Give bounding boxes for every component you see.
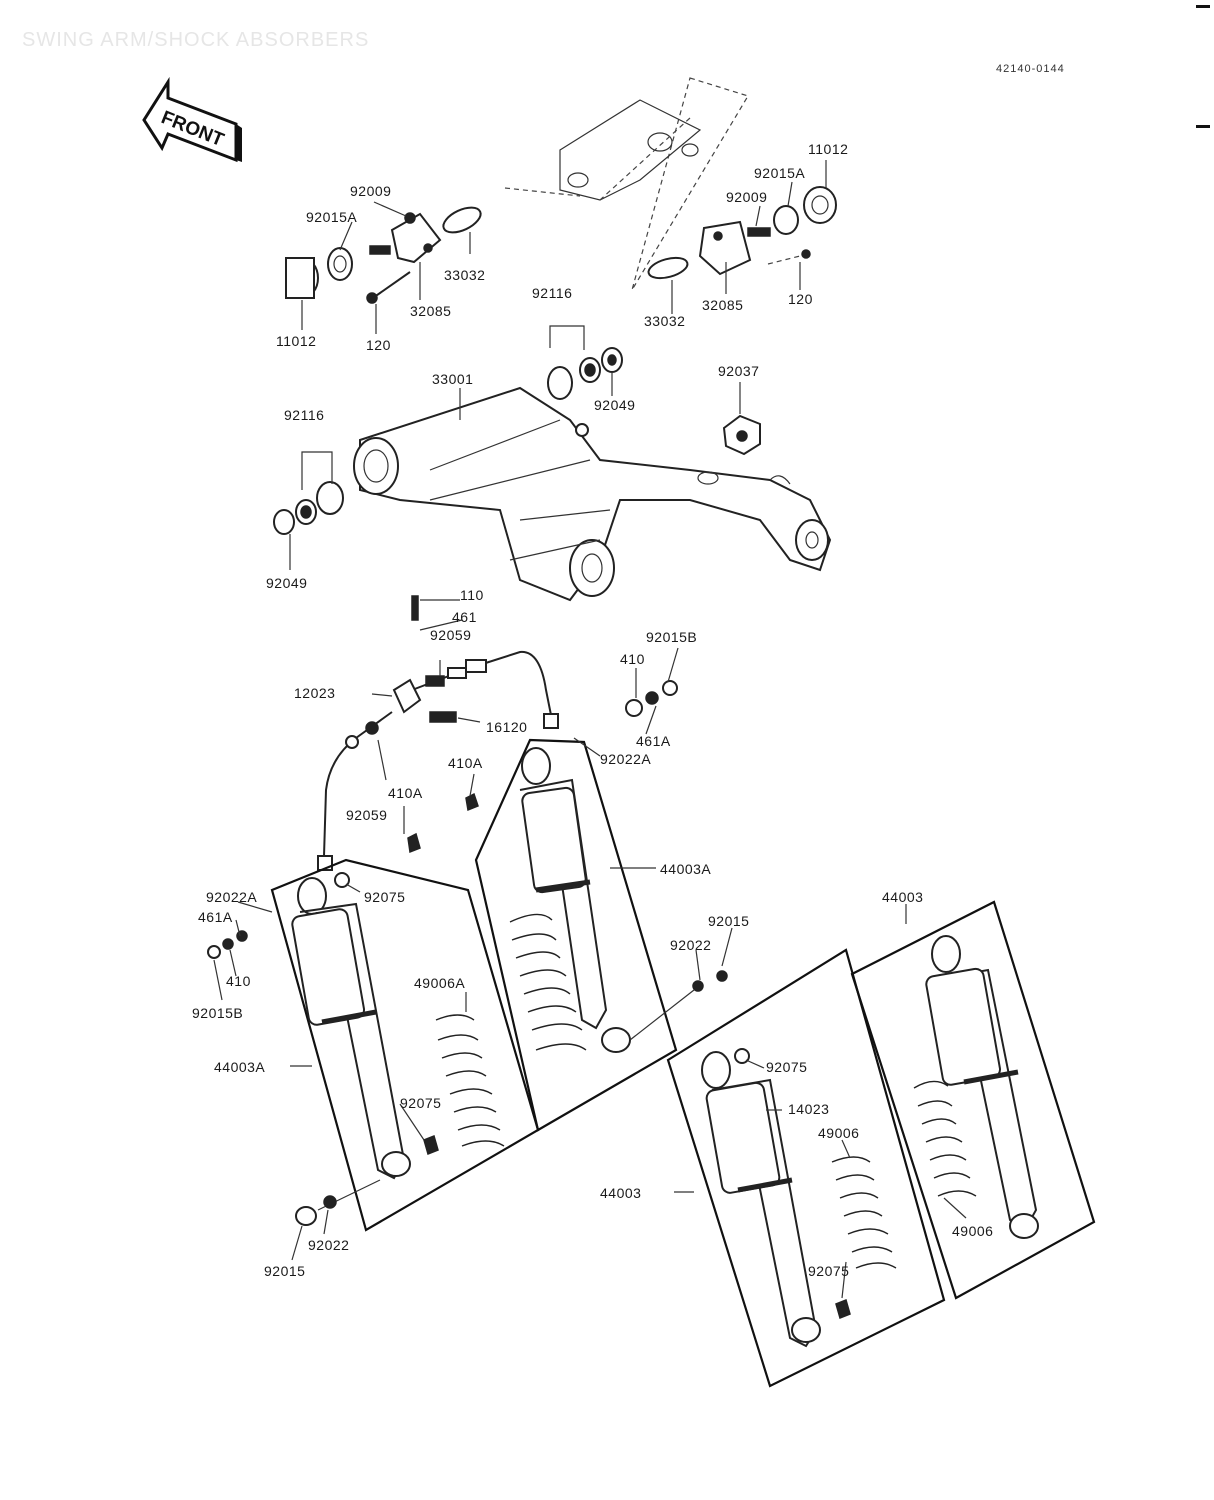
collar-11012-right [803, 186, 837, 224]
label-461: 461 [452, 609, 477, 625]
bracket-32085-left [390, 212, 442, 264]
right-eccentric-assembly [647, 186, 837, 280]
label-92022-right: 92022 [670, 937, 711, 953]
label-92075-bottom: 92075 [766, 1059, 807, 1075]
label-33032-right: 33032 [644, 313, 685, 329]
label-92059-bottom: 92059 [346, 807, 387, 823]
bolt-92009-left [369, 245, 391, 255]
label-33032-left: 33032 [444, 267, 485, 283]
label-92037: 92037 [718, 363, 759, 379]
label-92009-left: 92009 [350, 183, 391, 199]
label-120-left: 120 [366, 337, 391, 353]
label-410-top: 410 [620, 651, 645, 667]
shock-panel-44003a-right [474, 738, 728, 1132]
pivot-bushings-top [547, 347, 623, 400]
leader-lines [213, 160, 967, 1299]
label-92015b-top: 92015B [646, 629, 697, 645]
label-92022a-left: 92022A [206, 889, 257, 905]
label-33001: 33001 [432, 371, 473, 387]
label-12023: 12023 [294, 685, 335, 701]
seal-92015a-right [773, 205, 799, 235]
edge-mark-top [1196, 5, 1210, 8]
label-92015-bottom: 92015 [264, 1263, 305, 1279]
label-410-left: 410 [226, 973, 251, 989]
spring-49006-bottom [831, 1156, 897, 1269]
left-eccentric-assembly [285, 206, 482, 304]
label-92009-right: 92009 [726, 189, 767, 205]
part-number-labels: 92009 92015A 33032 32085 11012 120 11012… [192, 141, 993, 1279]
frame-bracket [504, 77, 749, 291]
label-92075-left: 92075 [364, 889, 405, 905]
spring-49006a-right [509, 913, 587, 1051]
label-11012-left: 11012 [276, 333, 316, 349]
shock-panel-44003-right [850, 900, 1096, 1300]
label-92015b-left: 92015B [192, 1005, 243, 1021]
label-44003a-left: 44003A [214, 1059, 265, 1075]
bolt-110 [411, 595, 419, 621]
diagram-title: SWING ARM/SHOCK ABSORBERS [22, 29, 369, 51]
label-92015a-right: 92015A [754, 165, 805, 181]
bolt-120-right [767, 253, 809, 265]
edge-mark-bottom [1196, 125, 1210, 128]
label-92075-bottom-2: 92075 [808, 1263, 849, 1279]
shock-panel-44003a-left [207, 858, 540, 1232]
label-14023: 14023 [788, 1101, 829, 1117]
label-410a-2: 410A [388, 785, 423, 801]
label-92116-top: 92116 [532, 285, 572, 301]
label-92015a-left: 92015A [306, 209, 357, 225]
bolt-33032-right [647, 256, 689, 280]
label-92075-mid: 92075 [400, 1095, 441, 1111]
front-arrow-icon: FRONT [142, 76, 242, 163]
bolt-16120 [429, 711, 457, 723]
label-92015-right: 92015 [708, 913, 749, 929]
label-16120: 16120 [486, 719, 527, 735]
label-120-right: 120 [788, 291, 813, 307]
label-92116-left: 92116 [284, 407, 324, 423]
bolt-33032-left [442, 206, 482, 234]
label-92059-top: 92059 [430, 627, 471, 643]
label-44003-top: 44003 [882, 889, 923, 905]
spring-49006-right [913, 1080, 977, 1197]
spring-49006a-left [435, 1014, 505, 1147]
label-32085-right: 32085 [702, 297, 743, 313]
label-92049-top: 92049 [594, 397, 635, 413]
reservoir-hose-assembly [317, 595, 678, 871]
bolt-92009-right [747, 227, 771, 237]
label-44003-bottom: 44003 [600, 1185, 641, 1201]
label-49006a: 49006A [414, 975, 465, 991]
label-410a-1: 410A [448, 755, 483, 771]
label-92049-left: 92049 [266, 575, 307, 591]
label-461a-left: 461A [198, 909, 233, 925]
swing-arm-33001 [353, 386, 832, 602]
seal-92015a-left [327, 247, 353, 281]
label-32085-left: 32085 [410, 303, 451, 319]
bracket-32085-right [698, 220, 752, 276]
label-49006-mid: 49006 [818, 1125, 859, 1141]
label-44003a-right: 44003A [660, 861, 711, 877]
label-92022a-top: 92022A [600, 751, 651, 767]
label-49006-right: 49006 [952, 1223, 993, 1239]
joint-12023 [392, 678, 422, 714]
label-92022-bottom: 92022 [308, 1237, 349, 1253]
shock-panel-44003-bottom [666, 948, 946, 1388]
figure-code: 42140-0144 [996, 63, 1065, 75]
label-110: 110 [460, 587, 484, 603]
pivot-bushings-left [273, 481, 344, 535]
label-11012-right: 11012 [808, 141, 848, 157]
label-461a-top: 461A [636, 733, 671, 749]
